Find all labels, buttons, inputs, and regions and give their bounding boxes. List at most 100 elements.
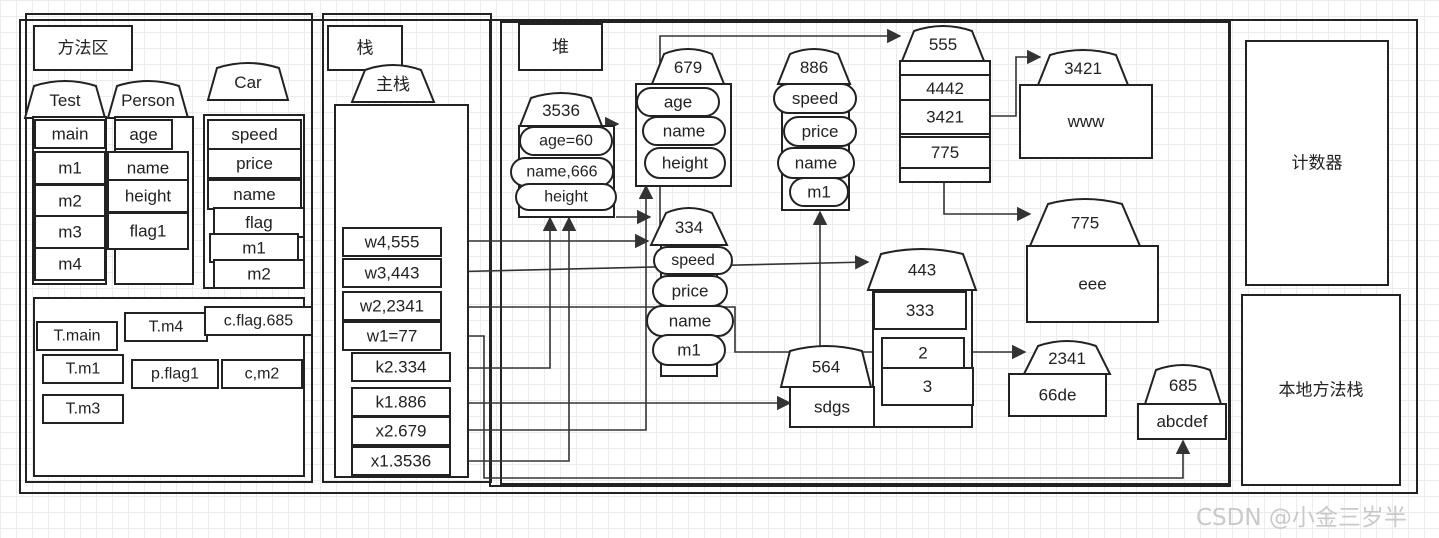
- heap-886-field-3-text: m1: [807, 183, 831, 202]
- car-member-name: [207, 179, 302, 210]
- heap-obj-886-header: [776, 48, 852, 85]
- region-heap: [518, 23, 603, 71]
- heap-685-field-0-text: abcdef: [1156, 412, 1207, 431]
- heap-obj-564-header-text: 564: [812, 358, 840, 377]
- method-ref-2-text: c.flag.685: [224, 313, 293, 330]
- method-ref-1: [124, 312, 208, 342]
- region-method-area: [33, 25, 133, 71]
- car-member-m1: [209, 233, 299, 263]
- region-native-stack: [1241, 294, 1401, 486]
- test-member-m1: [34, 151, 106, 185]
- method-ref-3-text: T.m1: [66, 361, 101, 378]
- heap-564-field-0: [789, 386, 875, 428]
- heap-3536-field-0-text: age=60: [539, 133, 593, 150]
- main-stack-header: [350, 64, 436, 103]
- heap-obj-775-header: [1028, 198, 1142, 247]
- heap-obj-555-header: [900, 25, 986, 62]
- car-member-flag-text: flag: [245, 213, 272, 232]
- method-ref-3: [42, 354, 124, 384]
- heap-3421-field-0: [1019, 84, 1153, 159]
- person-member-age-text: age: [129, 125, 157, 144]
- person-member-name: [107, 151, 189, 185]
- region-stack-text: 栈: [357, 39, 374, 58]
- heap-685-field-0: [1137, 403, 1227, 440]
- method-ref-1-text: T.m4: [149, 319, 184, 336]
- arrow-555-to-775: [943, 168, 1032, 222]
- heap-334-field-3: [652, 334, 726, 366]
- test-member-m4: [34, 247, 106, 281]
- heap-555-field-0-text: 4442: [926, 79, 964, 98]
- test-member-m2-text: m2: [58, 192, 82, 211]
- heap-334-field-2-text: name: [669, 312, 712, 331]
- heap-679-field-2: [644, 147, 726, 179]
- heap-3536-field-2-text: height: [544, 189, 588, 206]
- heap-obj-3536-header-text: 3536: [542, 101, 580, 120]
- stack-frame-6-text: x2.679: [375, 422, 426, 441]
- region-native-stack-text: 本地方法栈: [1279, 381, 1364, 400]
- person-member-height: [107, 179, 189, 213]
- method-ref-0-text: T.main: [53, 328, 100, 345]
- heap-334-field-1-text: price: [672, 282, 709, 301]
- heap-443-field-0: [873, 291, 967, 330]
- person-member-age: [114, 119, 173, 150]
- heap-679-field-0-text: age: [664, 93, 692, 112]
- method-ref-2: [204, 306, 313, 336]
- heap-334-field-3-text: m1: [677, 341, 701, 360]
- car-member-speed: [207, 119, 302, 150]
- method-ref-5: [221, 359, 303, 389]
- stack-frame-5-text: k1.886: [375, 393, 426, 412]
- heap-886-field-0: [773, 83, 857, 114]
- stack-frame-5: [351, 387, 451, 417]
- heap-555-field-2: [899, 136, 991, 169]
- heap-443-field-2-text: 3: [923, 377, 932, 396]
- heap-3421-field-0-text: www: [1067, 112, 1106, 131]
- heap-775-field-0-text: eee: [1078, 275, 1106, 294]
- heap-obj-3421-header-text: 3421: [1064, 59, 1102, 78]
- car-member-speed-text: speed: [231, 125, 277, 144]
- heap-obj-775-header-text: 775: [1071, 213, 1099, 232]
- heap-obj-2341-header-text: 2341: [1048, 349, 1086, 368]
- heap-frame: [500, 21, 1230, 485]
- region-heap-text: 堆: [552, 38, 569, 57]
- class-test-header: [23, 80, 107, 119]
- heap-2341-field-0-text: 66de: [1039, 386, 1077, 405]
- heap-obj-334-header-text: 334: [675, 218, 703, 237]
- method-ref-4-text: p.flag1: [151, 366, 199, 383]
- stack-frame-7-text: x1.3536: [371, 452, 432, 471]
- heap-679-field-1: [642, 116, 726, 146]
- region-stack: [327, 25, 403, 71]
- heap-obj-2341-header: [1022, 340, 1112, 375]
- csdn-watermark: CSDN @小金三岁半: [1196, 505, 1407, 531]
- heap-555-field-1: [899, 99, 991, 135]
- arrow-k2-to-3536: [450, 216, 558, 369]
- heap-555-field-2-text: 775: [931, 143, 959, 162]
- region-pc-text: 计数器: [1292, 154, 1343, 173]
- heap-555-field-1-text: 3421: [926, 108, 964, 127]
- stack-frame-3-text: w1=77: [366, 327, 418, 346]
- heap-775-field-0: [1026, 245, 1159, 323]
- arrow-w1-to-685: [441, 335, 1191, 479]
- heap-886-field-2-text: name: [795, 154, 838, 173]
- stack-frame-0-text: w4,555: [364, 233, 420, 252]
- car-member-price: [207, 148, 302, 179]
- heap-443-field-0-text: 333: [906, 301, 934, 320]
- heap-443-field-2: [881, 367, 974, 406]
- stack-frame-0: [342, 227, 442, 257]
- region-method-area-text: 方法区: [58, 39, 109, 58]
- heap-886-field-3: [789, 177, 849, 207]
- test-member-m1-text: m1: [58, 159, 82, 178]
- heap-obj-685-header: [1143, 364, 1223, 405]
- person-member-height-text: height: [125, 187, 172, 206]
- heap-679-field-2-text: height: [662, 154, 709, 173]
- arrow-x1-to-3536: [450, 216, 577, 462]
- heap-886-field-1: [783, 116, 857, 147]
- test-member-m3: [34, 215, 106, 249]
- stack-frame-2-text: w2,2341: [359, 297, 424, 316]
- method-ref-6: [42, 394, 124, 424]
- test-member-m3-text: m3: [58, 223, 82, 242]
- class-person-header: [106, 80, 190, 119]
- heap-334-field-0-text: speed: [671, 252, 715, 269]
- stack-frame-3: [342, 321, 442, 351]
- heap-obj-3421-header: [1036, 49, 1130, 86]
- main-stack-header-text: 主栈: [376, 75, 410, 94]
